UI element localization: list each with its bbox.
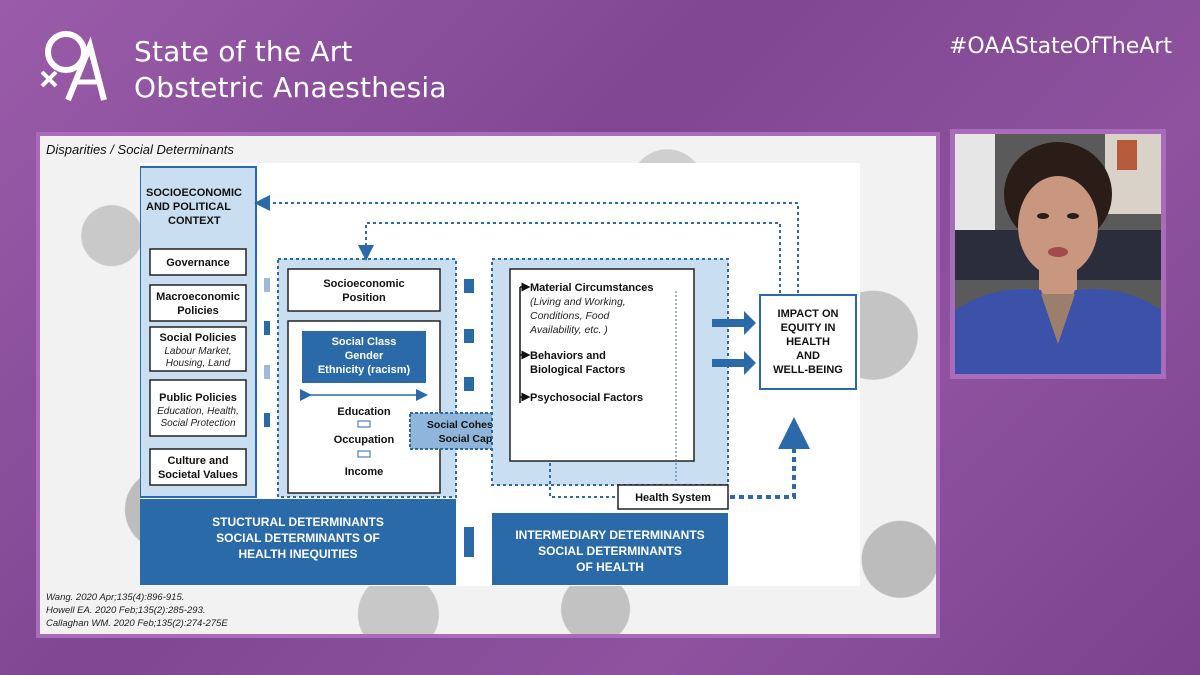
macro-label-2: Policies bbox=[177, 305, 219, 317]
intermediary-footer-1: INTERMEDIARY DETERMINANTS bbox=[515, 528, 704, 542]
intermediary-footer-3: OF HEALTH bbox=[576, 560, 644, 574]
material-sub-3: Availability, etc. ) bbox=[529, 324, 608, 336]
context-title-2: AND POLITICAL bbox=[146, 201, 231, 213]
social-policies-sub-2: Housing, Land bbox=[166, 358, 231, 369]
mid-arrow-1 bbox=[464, 279, 474, 293]
context-title-3: CONTEXT bbox=[168, 215, 221, 227]
structural-footer-1: STUCTURAL DETERMINANTS bbox=[212, 515, 384, 529]
impact-label-3: HEALTH bbox=[786, 336, 830, 348]
reference-1: Wang. 2020 Apr;135(4):896-915. bbox=[46, 592, 185, 603]
structural-footer-3: HEALTH INEQUITIES bbox=[238, 547, 357, 561]
public-policies-sub-2: Social Protection bbox=[160, 418, 235, 429]
gender-label: Gender bbox=[345, 350, 384, 362]
oaa-logo-icon: OA bbox=[38, 26, 107, 102]
reference-2: Howell EA. 2020 Feb;135(2):285-293. bbox=[46, 605, 206, 616]
title-line-1: State of the Art bbox=[134, 35, 353, 68]
cohesion-label-2: Social Capital bbox=[439, 433, 508, 445]
title-line-2: Obstetric Anaesthesia bbox=[134, 71, 447, 104]
speaker-video-frame bbox=[955, 134, 1161, 374]
impact-label-5: WELL-BEING bbox=[773, 364, 843, 376]
socioeconomic-position-1: Socioeconomic bbox=[323, 278, 404, 290]
psychosocial-label: Psychosocial Factors bbox=[530, 392, 643, 404]
material-sub-2: Conditions, Food bbox=[530, 310, 611, 322]
context-arrow-3 bbox=[264, 365, 270, 379]
hashtag: #OAAStateOfTheArt bbox=[948, 34, 1172, 59]
social-policies-sub-1: Labour Market, bbox=[164, 346, 231, 357]
health-to-impact-arrow bbox=[730, 417, 810, 499]
conference-title: State of the Art Obstetric Anaesthesia bbox=[134, 34, 447, 106]
social-determinants-diagram: SOCIOECONOMIC AND POLITICAL CONTEXT Gove… bbox=[139, 163, 860, 586]
culture-label-2: Societal Values bbox=[158, 469, 238, 481]
impact-label-4: AND bbox=[796, 350, 820, 362]
impact-arrow-1 bbox=[712, 311, 756, 335]
slide-title: Disparities / Social Determinants bbox=[46, 142, 234, 157]
ethnicity-label: Ethnicity (racism) bbox=[318, 364, 411, 376]
mid-arrow-2 bbox=[464, 329, 474, 343]
mid-arrow-4 bbox=[464, 527, 474, 557]
behaviors-label-2: Biological Factors bbox=[530, 364, 625, 376]
logo-text: OA bbox=[38, 26, 40, 27]
step-icon-2 bbox=[357, 450, 371, 458]
impact-label-2: EQUITY IN bbox=[781, 322, 836, 334]
impact-arrow-2 bbox=[712, 351, 756, 375]
material-sub-1: (Living and Working, bbox=[530, 296, 626, 308]
intermediary-footer-2: SOCIAL DETERMINANTS bbox=[538, 544, 682, 558]
public-policies-label: Public Policies bbox=[159, 392, 237, 404]
reference-3: Callaghan WM. 2020 Feb;135(2):274-275E bbox=[46, 618, 228, 629]
diagram-canvas: SOCIOECONOMIC AND POLITICAL CONTEXT Gove… bbox=[139, 166, 857, 585]
public-policies-sub-1: Education, Health, bbox=[157, 406, 239, 417]
macro-label-1: Macroeconomic bbox=[156, 291, 240, 303]
education-label: Education bbox=[337, 406, 390, 418]
culture-label-1: Culture and bbox=[167, 455, 228, 467]
occupation-label: Occupation bbox=[334, 434, 395, 446]
step-icon-1 bbox=[357, 420, 371, 428]
social-class-label: Social Class bbox=[332, 336, 397, 348]
context-arrow-2 bbox=[264, 321, 270, 335]
impact-label-1: IMPACT ON bbox=[778, 308, 839, 320]
socioeconomic-position-2: Position bbox=[342, 292, 386, 304]
feedback-loop-inner bbox=[358, 222, 781, 293]
context-title-1: SOCIOECONOMIC bbox=[146, 187, 242, 199]
context-arrow-4 bbox=[264, 413, 270, 427]
governance-label: Governance bbox=[166, 257, 230, 269]
structural-footer-2: SOCIAL DETERMINANTS OF bbox=[216, 531, 380, 545]
income-label: Income bbox=[345, 466, 384, 478]
references: Wang. 2020 Apr;135(4):896-915. Howell EA… bbox=[46, 591, 228, 630]
health-system-label: Health System bbox=[635, 492, 711, 504]
speaker-video bbox=[950, 129, 1166, 379]
shared-slide: Disparities / Social Determinants SOCIOE… bbox=[36, 132, 940, 638]
health-system-link bbox=[549, 463, 616, 498]
behaviors-label-1: Behaviors and bbox=[530, 350, 606, 362]
context-arrow-1 bbox=[264, 278, 270, 292]
mid-arrow-3 bbox=[464, 377, 474, 391]
social-policies-label: Social Policies bbox=[159, 332, 236, 344]
feedback-loop-outer bbox=[254, 195, 799, 293]
material-label: Material Circumstances bbox=[530, 282, 654, 294]
